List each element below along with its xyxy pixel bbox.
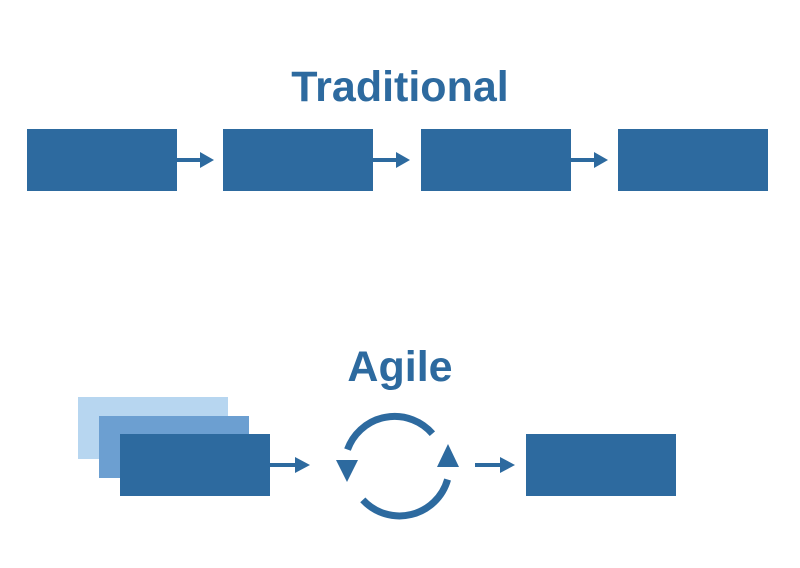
traditional-arrow-2-icon — [373, 152, 410, 168]
agile-output-box — [526, 434, 676, 496]
agile-arrow-2-icon — [475, 457, 515, 473]
agile-arrow-1-icon — [270, 457, 310, 473]
traditional-step-4-box — [618, 129, 768, 191]
traditional-title: Traditional — [291, 63, 509, 111]
traditional-step-2-box — [223, 129, 373, 191]
agile-input-front-box — [120, 434, 270, 496]
iteration-cycle-icon — [336, 412, 459, 520]
traditional-arrow-1-icon — [177, 152, 214, 168]
traditional-step-3-box — [421, 129, 571, 191]
agile-title: Agile — [347, 343, 453, 391]
traditional-step-1-box — [27, 129, 177, 191]
traditional-arrow-3-icon — [571, 152, 608, 168]
